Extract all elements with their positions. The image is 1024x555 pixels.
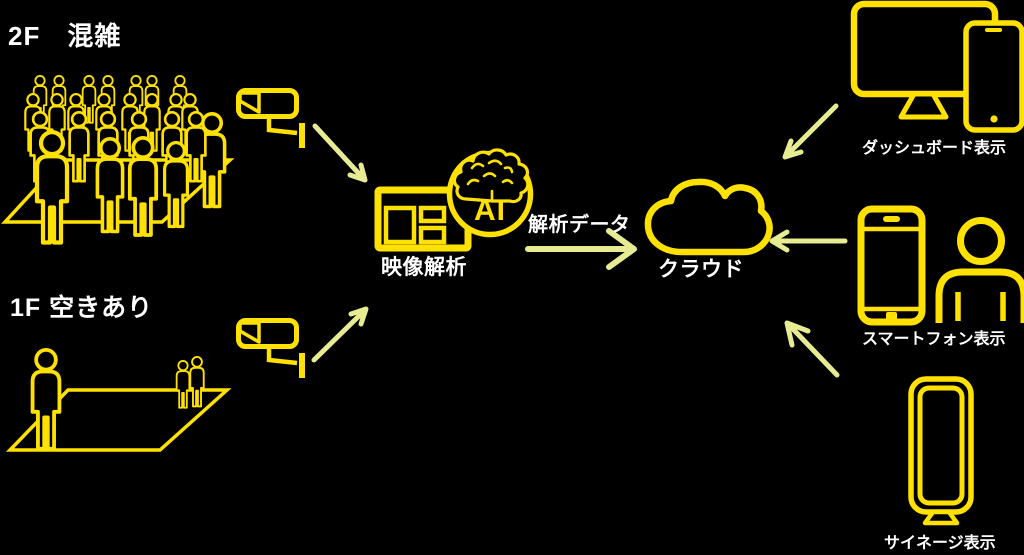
arrow-analysis-to-cloud xyxy=(525,228,637,270)
analysis-screen-panel xyxy=(383,205,417,245)
signage-foot xyxy=(922,509,960,526)
floor2-label: 2F 混雑 xyxy=(8,21,122,51)
ai-brain-icon xyxy=(446,148,534,238)
user-shoulders xyxy=(935,268,1024,323)
dashboard-icon xyxy=(850,0,1024,133)
cloud-label: クラウド xyxy=(658,258,744,281)
floor-1f-outline xyxy=(5,388,232,452)
person-icon xyxy=(162,141,190,229)
analysis-screen-tile xyxy=(418,205,447,224)
arrow-camera2f-to-analysis xyxy=(312,123,368,183)
signage-icon xyxy=(908,376,974,526)
person-icon xyxy=(37,132,67,242)
signage-screen xyxy=(917,385,965,506)
brain-outline xyxy=(452,148,530,204)
smartphone-home-button xyxy=(886,312,897,320)
smartphone-icon xyxy=(857,205,926,326)
person-icon xyxy=(175,360,191,409)
cctv-camera-1f-icon xyxy=(239,321,303,379)
arrow-dashboard-to-cloud xyxy=(782,103,839,160)
ai-label: AI xyxy=(474,194,506,227)
smartphone-speaker xyxy=(883,216,900,222)
person-icon xyxy=(30,347,62,451)
floor-1f-group xyxy=(5,347,232,452)
signage-label: サイネージ表示 xyxy=(884,535,996,552)
arrow-camera1f-to-analysis xyxy=(311,306,369,363)
person-icon xyxy=(189,355,205,408)
smartphone-view-icon xyxy=(857,205,1024,326)
floor1-label: 1F 空きあり xyxy=(10,294,154,322)
analysis-screen-tile xyxy=(418,225,447,245)
floor-2f-group xyxy=(1,75,235,243)
person-icon xyxy=(127,135,159,237)
video-analysis-label: 映像解析 xyxy=(381,256,467,279)
analysis-data-label: 解析データ xyxy=(528,214,631,236)
tablet-home-button xyxy=(990,115,998,123)
cctv-camera-2f-icon xyxy=(239,91,303,149)
user-head xyxy=(957,217,1005,265)
tablet-icon xyxy=(963,20,1024,133)
person-icon xyxy=(95,137,125,234)
smartphone-label: スマートフォン表示 xyxy=(862,331,1006,348)
brain-folds xyxy=(466,159,514,203)
person-icon xyxy=(68,111,90,183)
dashboard-label: ダッシュボード表示 xyxy=(862,140,1007,157)
arrow-signage-to-cloud xyxy=(784,320,840,378)
cloud-icon xyxy=(644,178,773,256)
monitor-stand xyxy=(898,91,949,120)
arrow-smartphone-to-cloud xyxy=(769,229,848,253)
person-icon xyxy=(185,111,207,183)
